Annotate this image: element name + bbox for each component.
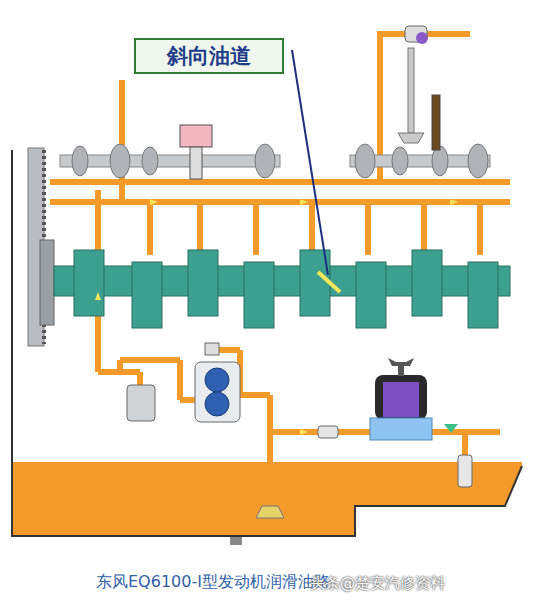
cam-lobe <box>72 146 88 176</box>
branch-pipe <box>95 202 101 255</box>
cam-lobe <box>142 147 158 175</box>
branch-pipe <box>197 202 203 255</box>
cam-journal <box>355 144 375 178</box>
limit-valve <box>318 426 338 438</box>
relief-valve <box>205 343 219 355</box>
crankshaft <box>40 240 510 328</box>
crank-web <box>132 262 162 328</box>
oblique-oil-passage <box>318 272 340 292</box>
branch-pipe <box>309 202 315 255</box>
branch-pipe <box>477 202 483 255</box>
flow-arrow <box>150 199 158 205</box>
valve-stem <box>408 48 414 133</box>
cam-journal <box>468 144 488 178</box>
callout-box: 斜向油道 <box>134 38 284 74</box>
figure-caption: 东风EQ6100-I型发动机润滑油路 <box>96 572 330 593</box>
branch-pipe <box>147 202 153 255</box>
callout-text: 斜向油道 <box>167 42 251 70</box>
flow-arrow <box>450 199 458 205</box>
crankcase-outline <box>12 150 522 536</box>
push-rod <box>432 95 440 150</box>
watermark: 头条@楚安汽修资料 <box>310 574 445 593</box>
valve-head <box>398 133 424 143</box>
branch-pipe <box>253 202 259 255</box>
pressure-sender-stem <box>190 147 202 179</box>
filter-base <box>370 418 432 440</box>
pump-gear <box>205 368 229 392</box>
wing-nut <box>388 358 414 366</box>
valve-symbol <box>444 424 458 433</box>
camshaft-body <box>60 155 280 167</box>
oil-pump <box>195 362 240 422</box>
centrifugal-filter <box>375 375 427 420</box>
oil-riser <box>119 80 125 202</box>
camshaft <box>60 144 490 178</box>
pressure-sender <box>180 125 212 147</box>
crank-web <box>412 250 442 316</box>
coarse-filter <box>127 385 155 421</box>
oil-pipe <box>177 360 183 400</box>
cam-journal <box>255 144 275 178</box>
crank-flange <box>40 240 54 325</box>
cam-journal <box>110 144 130 178</box>
crank-web <box>188 250 218 316</box>
oil-pipe <box>240 392 270 398</box>
cam-lobe <box>392 147 408 175</box>
crank-web <box>74 250 104 316</box>
flow-arrow <box>95 292 101 300</box>
crank-web <box>468 262 498 328</box>
branch-pipe <box>365 202 371 255</box>
crank-web <box>244 262 274 328</box>
branch-pipe <box>421 202 427 255</box>
filter-stud <box>398 366 404 376</box>
rocker-pivot <box>416 32 428 44</box>
pump-gear <box>205 392 229 416</box>
bypass-valve <box>458 455 472 487</box>
oil-gallery <box>50 34 510 508</box>
oil-pipe <box>120 357 180 363</box>
oil-pipe <box>137 372 143 385</box>
flow-arrow <box>300 429 308 435</box>
oil-strainer <box>256 506 284 518</box>
drain-plug <box>230 537 242 545</box>
leader-line <box>292 50 328 275</box>
flow-arrow <box>300 199 308 205</box>
suction-pipe <box>267 395 273 508</box>
oil-pipe <box>180 397 195 403</box>
crank-web <box>356 262 386 328</box>
flow-arrows <box>95 199 458 435</box>
filter-rotor <box>383 382 419 417</box>
oil-pipe <box>462 432 468 455</box>
oil-pipe <box>95 190 101 202</box>
